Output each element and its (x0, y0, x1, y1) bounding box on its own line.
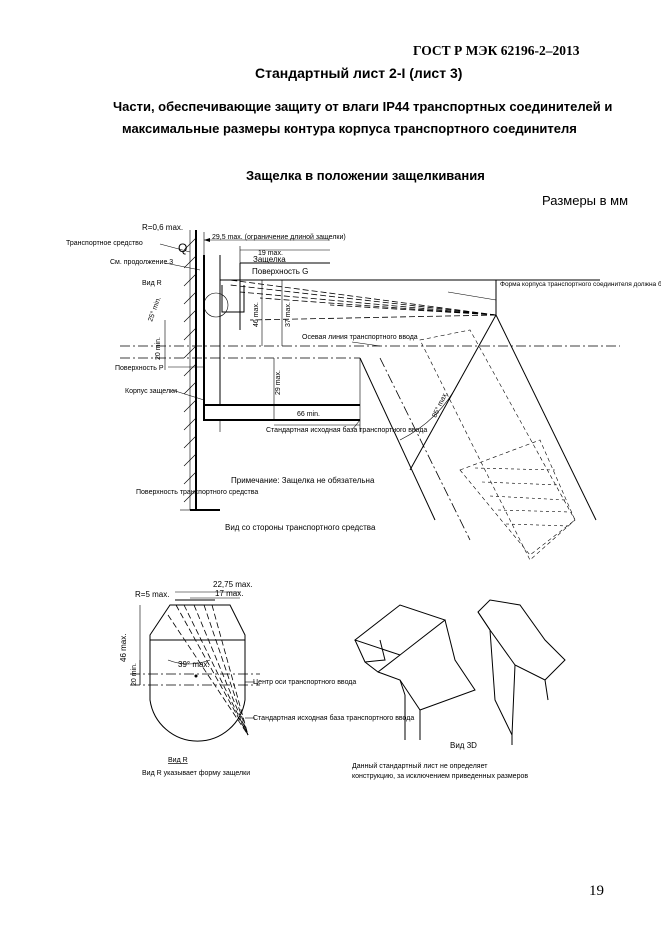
disclaimer-line1: Данный стандартный лист не определяет (352, 762, 488, 770)
surface-g-label: Поверхность G (252, 267, 308, 276)
dim-37-label: 37 max. (285, 302, 292, 327)
disclaimer-line2: конструкцию, за исключением приведенных … (352, 773, 528, 780)
view-r-note: Вид R указывает форму защелки (142, 770, 250, 777)
base2-label: Стандартная исходная база транспортного … (253, 714, 414, 722)
dim-66-label: 66 min. (297, 411, 320, 418)
view-3d-label: Вид 3D (450, 741, 477, 750)
dim-20-v-label: 20 min. (131, 663, 138, 686)
continuation-label: См. продолжение 3 (110, 259, 173, 266)
view-r-label: Вид R (142, 280, 162, 287)
angle-39-label: 39° max. (178, 660, 210, 669)
r5-label: R=5 max. (135, 590, 169, 599)
dim-20-label: 20 min. (155, 337, 162, 360)
page-number: 19 (589, 883, 604, 899)
dim-29-5: 29,5 max. (ограничение длиной защелки) (212, 233, 346, 241)
section-title: Защелка в положении защелкивания (246, 168, 485, 183)
inlet-body (203, 255, 360, 421)
dim-46-label: 46 max. (253, 302, 260, 327)
units-label: Размеры в мм (542, 193, 629, 208)
surface-p-label: Поверхность P (115, 365, 164, 372)
dim-29-label: 29 max. (275, 370, 282, 395)
latch-label: Защелка (253, 255, 286, 264)
vehicle-label: Транспортное средство (66, 240, 143, 247)
q-letter: Q (178, 241, 187, 255)
dim-22-75-label: 22,75 max. (213, 580, 253, 589)
subtitle-line1: Части, обеспечивающие защиту от влаги IP… (113, 99, 613, 114)
view-r-outline (149, 604, 246, 742)
subtitle-line2: максимальные размеры контура корпуса тра… (122, 121, 577, 136)
figure-side-section (120, 230, 620, 561)
base-label: Стандартная исходная база транспортного … (266, 426, 427, 434)
dim-17-label: 17 max. (215, 589, 243, 598)
r-label: R=0,6 max. (142, 223, 183, 232)
standard-code: ГОСТ Р МЭК 62196-2–2013 (413, 43, 580, 58)
axis-label: Осевая линия транспортного ввода (302, 334, 418, 341)
view-from-vehicle-label: Вид со стороны транспортного средства (225, 523, 376, 532)
page-title: Стандартный лист 2-I (лист 3) (255, 65, 463, 81)
view-r2-label: Вид R (168, 757, 188, 764)
contour-rays (229, 279, 497, 321)
angle-25-label: 25° min. (146, 296, 162, 323)
connector-silhouette (419, 329, 576, 561)
wall-hatching (183, 237, 197, 503)
dim-19: 19 max. (258, 250, 283, 257)
note-label: Примечание: Защелка не обязательна (231, 476, 375, 485)
figure-3d-views (353, 599, 566, 745)
latch-body-label: Корпус защелки (125, 388, 177, 395)
center-label: Центр оси транспортного ввода (253, 679, 356, 686)
surface-vehicle-label: Поверхность транспортного средства (136, 489, 258, 496)
contour-note: Форма корпуса транспортного соединителя … (500, 280, 661, 288)
dim-46-v-label: 46 max. (119, 634, 128, 662)
figure-view-r (130, 591, 260, 742)
